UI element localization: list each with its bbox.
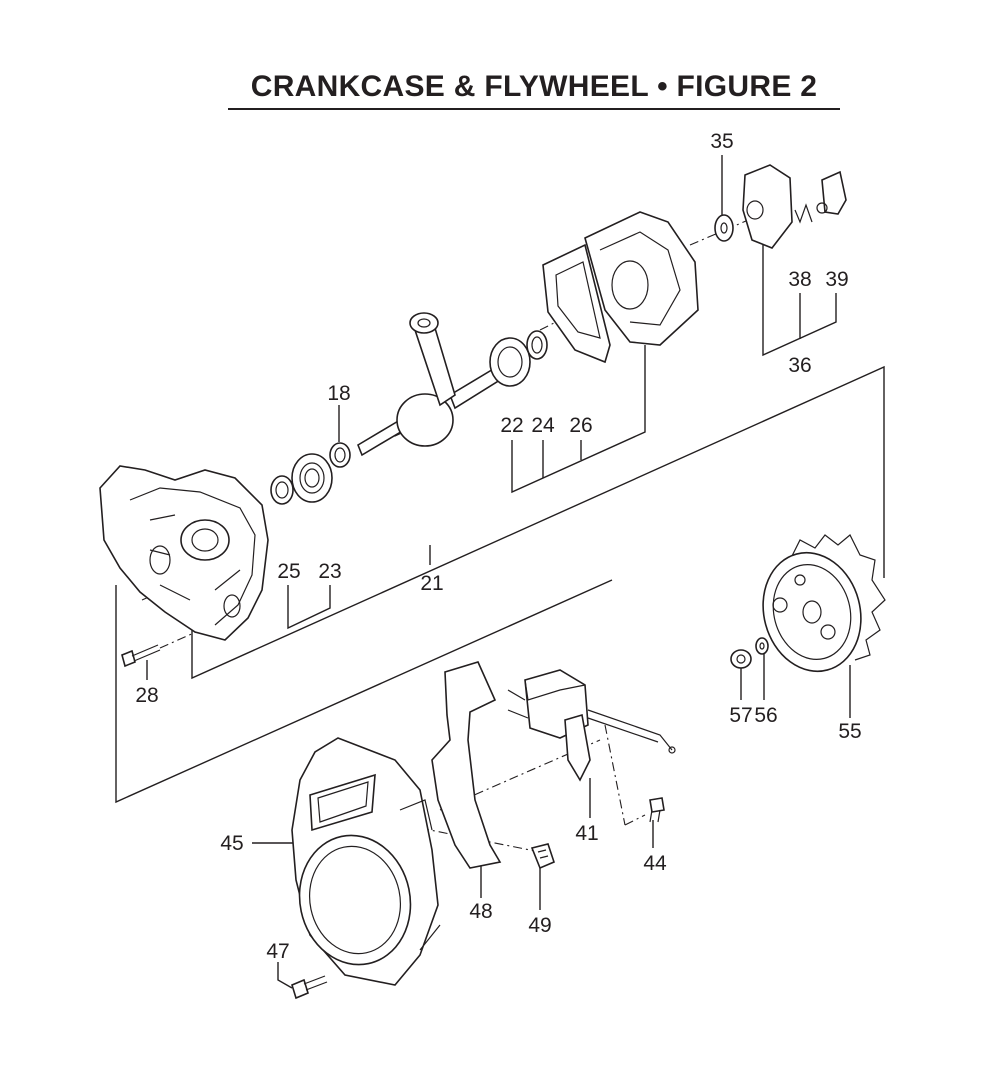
screw-47-part — [291, 975, 328, 1000]
oil-seal-18-part — [329, 442, 351, 468]
washer-56-part — [755, 637, 769, 655]
crankshaft-part — [357, 312, 501, 457]
figure-title: CRANKCASE & FLYWHEEL • FIGURE 2 — [228, 70, 840, 110]
pawl-39-part — [816, 170, 847, 215]
callout-22: 22 — [500, 414, 523, 437]
callout-56: 56 — [754, 704, 777, 727]
callout-48: 48 — [469, 900, 492, 923]
flywheel-55-part — [762, 534, 886, 673]
callout-55: 55 — [838, 720, 861, 743]
callout-35: 35 — [710, 130, 733, 153]
fan-housing-45-part — [291, 737, 441, 986]
callout-24: 24 — [531, 414, 555, 437]
callout-45: 45 — [220, 832, 243, 855]
callout-26: 26 — [569, 414, 592, 437]
callout-38: 38 — [788, 268, 811, 291]
washer-35-part — [714, 214, 734, 242]
callout-labels: 18 21 22 23 24 25 26 28 35 36 38 39 41 4… — [135, 130, 861, 963]
oil-seal-24-part — [526, 330, 548, 360]
spring-38-part — [794, 203, 813, 224]
ratchet-part — [742, 164, 793, 249]
bearing-23-part — [291, 453, 333, 503]
bolt-28-part — [121, 644, 161, 668]
crankcase-cover-part — [584, 211, 699, 346]
clip-49-part — [530, 843, 555, 870]
callout-28: 28 — [135, 684, 158, 707]
callout-18: 18 — [327, 382, 350, 405]
bearing-25-part — [270, 475, 294, 505]
bearing-22-part — [489, 337, 531, 387]
callout-47: 47 — [266, 940, 289, 963]
callout-57: 57 — [729, 704, 752, 727]
crankcase-half-part — [99, 465, 269, 641]
callout-36: 36 — [788, 354, 811, 377]
shield-48-part — [431, 661, 502, 869]
nut-57-part — [730, 649, 752, 669]
gasket-26-part — [542, 243, 611, 364]
callout-21: 21 — [420, 572, 443, 595]
callout-23: 23 — [318, 560, 341, 583]
callout-41: 41 — [575, 822, 598, 845]
callout-25: 25 — [277, 560, 300, 583]
ignition-coil-41-part — [507, 669, 676, 782]
screw-44-part — [649, 797, 665, 823]
callout-44: 44 — [643, 852, 667, 875]
callout-49: 49 — [528, 914, 551, 937]
callout-39: 39 — [825, 268, 848, 291]
